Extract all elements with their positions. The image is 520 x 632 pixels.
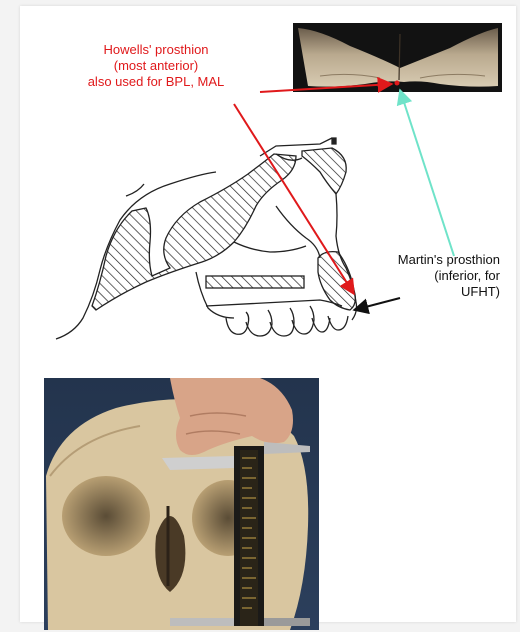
caliper-skull-photo bbox=[44, 378, 319, 630]
martin-prosthion-label: Martin's prosthion (inferior, for UFHT) bbox=[350, 252, 500, 300]
howells-label-line-2: (most anterior) bbox=[66, 58, 246, 74]
howells-label-line-3: also used for BPL, MAL bbox=[66, 74, 246, 90]
martin-label-line-1: Martin's prosthion bbox=[350, 252, 500, 268]
maxilla-photo bbox=[293, 23, 502, 92]
martin-label-line-3: UFHT) bbox=[350, 284, 500, 300]
slide bbox=[20, 6, 516, 622]
skull-profile-drawing bbox=[56, 138, 357, 339]
cyan-arrow bbox=[400, 90, 454, 256]
howells-prosthion-label: Howells' prosthion (most anterior) also … bbox=[66, 42, 246, 90]
figure-canvas bbox=[20, 6, 520, 632]
howells-label-line-1: Howells' prosthion bbox=[66, 42, 246, 58]
martin-label-line-2: (inferior, for bbox=[350, 268, 500, 284]
